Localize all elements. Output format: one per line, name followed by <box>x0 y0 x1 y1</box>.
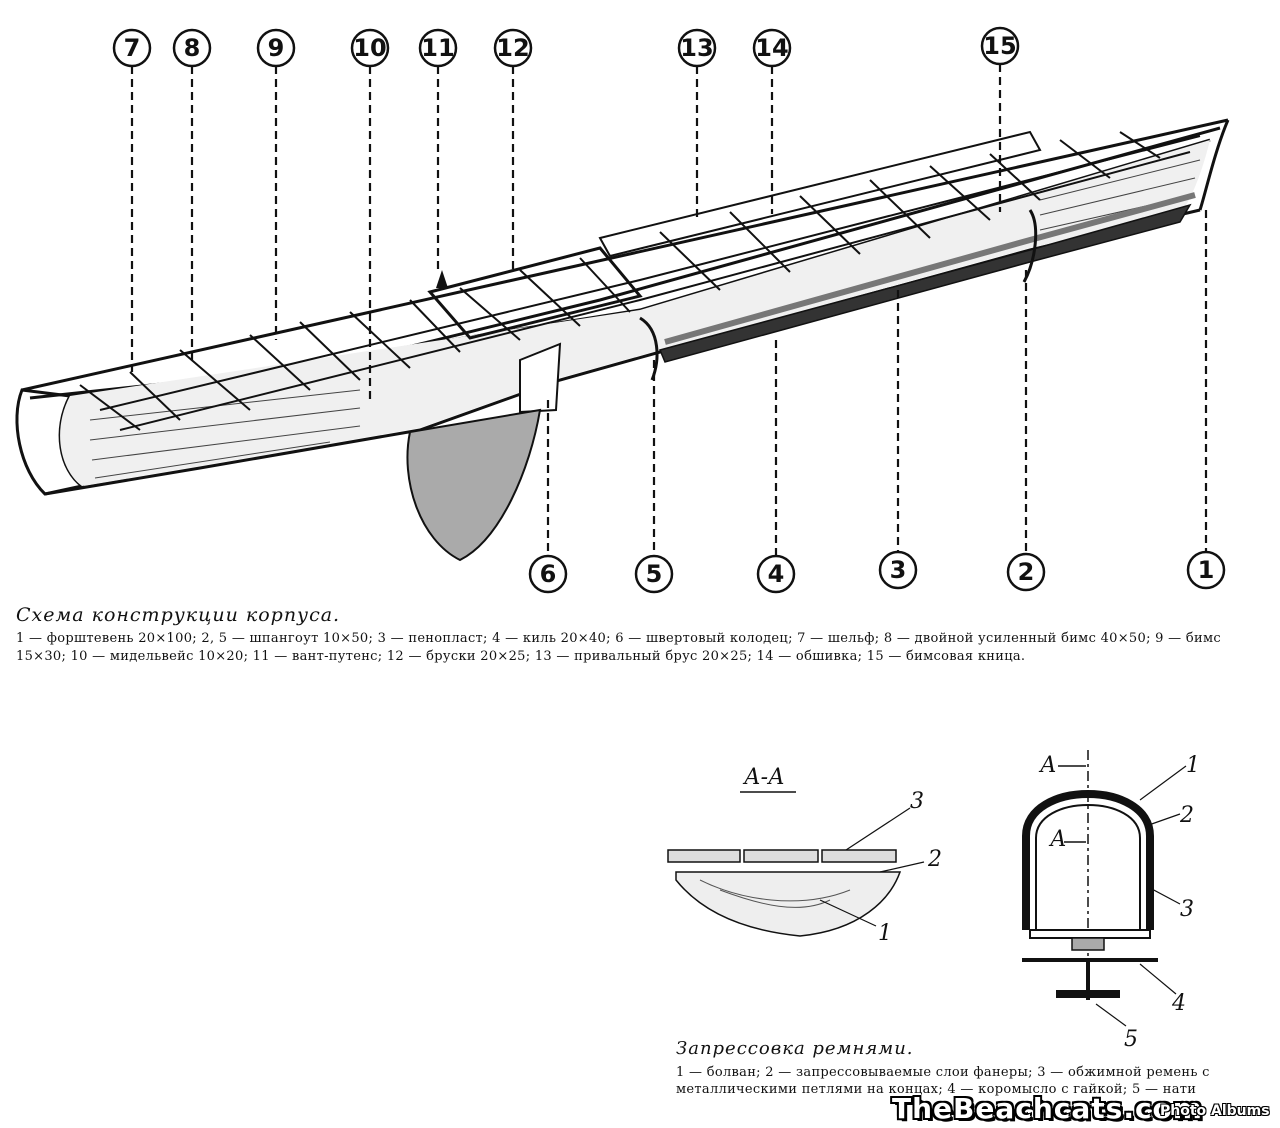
svg-text:4: 4 <box>768 560 785 588</box>
watermark-subtitle: Photo Albums <box>1160 1103 1270 1119</box>
callout-3: 3 <box>878 290 918 590</box>
callout-4: 4 <box>756 340 796 594</box>
svg-text:7: 7 <box>124 34 141 62</box>
callout-15: 15 <box>980 26 1020 212</box>
svg-text:15: 15 <box>983 32 1016 60</box>
svg-text:11: 11 <box>421 34 454 62</box>
callout-9: 9 <box>256 28 296 340</box>
svg-text:14: 14 <box>755 34 788 62</box>
callout-12: 12 <box>493 28 533 270</box>
svg-text:10: 10 <box>353 34 386 62</box>
svg-text:А-А: А-А <box>742 765 785 790</box>
callout-2: 2 <box>1006 270 1046 592</box>
svg-text:3: 3 <box>910 789 924 814</box>
svg-text:13: 13 <box>680 34 713 62</box>
svg-text:1: 1 <box>878 921 892 946</box>
callout-5: 5 <box>634 360 674 594</box>
svg-text:1: 1 <box>1198 556 1215 584</box>
strap-clamp: А А 1 2 3 4 5 <box>1022 750 1200 1052</box>
diagram-caption-title: Схема конструкции корпуса. <box>16 604 341 626</box>
svg-text:9: 9 <box>268 34 285 62</box>
svg-text:2: 2 <box>1179 803 1194 828</box>
svg-text:2: 2 <box>1018 558 1035 586</box>
svg-text:3: 3 <box>890 556 907 584</box>
callout-7: 7 <box>112 28 152 372</box>
svg-text:2: 2 <box>927 847 942 872</box>
clamp-caption-title: Запрессовка ремнями. <box>676 1038 914 1059</box>
diagram-caption-text: 1 — форштевень 20×100; 2, 5 — шпангоут 1… <box>16 631 1221 664</box>
svg-text:А: А <box>1038 753 1057 778</box>
callout-6: 6 <box>528 400 568 594</box>
callout-8: 8 <box>172 28 212 360</box>
svg-text:5: 5 <box>646 560 663 588</box>
svg-text:5: 5 <box>1124 1027 1138 1052</box>
hull-drawing <box>15 118 1230 562</box>
svg-text:1: 1 <box>1186 753 1200 778</box>
svg-text:8: 8 <box>184 34 201 62</box>
top-callouts: 7 8 9 10 11 12 13 14 15 <box>112 26 1020 400</box>
section-a-a: А-А 3 2 1 <box>667 765 942 946</box>
callout-11: 11 <box>418 28 458 272</box>
callout-1: 1 <box>1186 210 1226 590</box>
svg-text:12: 12 <box>496 34 529 62</box>
svg-text:А: А <box>1048 827 1067 852</box>
svg-text:6: 6 <box>540 560 557 588</box>
watermark-brand: TheBeachcats.com <box>892 1092 1203 1125</box>
callout-14: 14 <box>752 28 792 214</box>
clamp-caption-text: 1 — болван; 2 — запрессовываемые слои фа… <box>676 1065 1210 1097</box>
bottom-callouts: 6 5 4 3 2 1 <box>528 210 1226 594</box>
callout-10: 10 <box>350 28 390 400</box>
svg-text:4: 4 <box>1171 991 1186 1016</box>
callout-13: 13 <box>677 28 717 218</box>
svg-text:3: 3 <box>1180 897 1194 922</box>
